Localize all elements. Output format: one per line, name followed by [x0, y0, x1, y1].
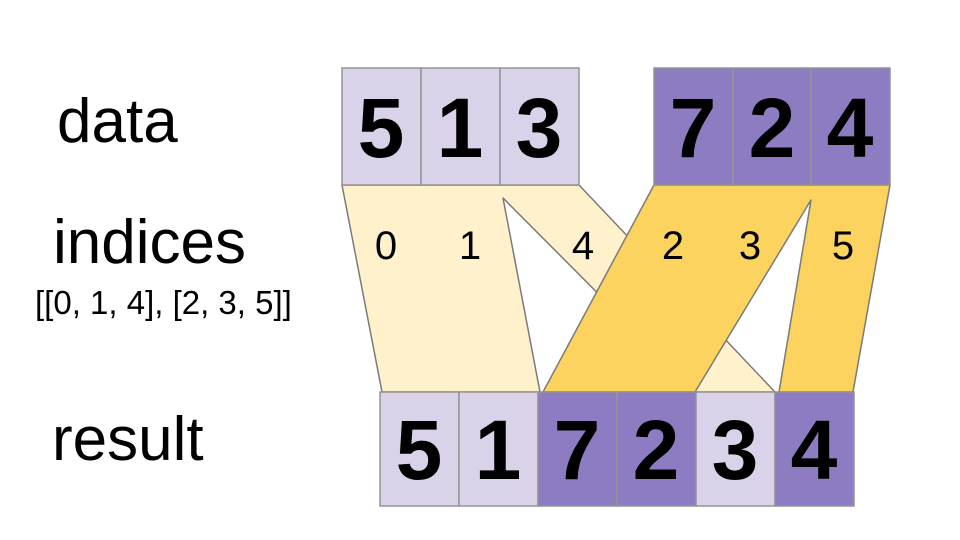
- indices-label: indices: [53, 208, 246, 277]
- result-cell: [695, 391, 776, 507]
- data-cell-value: 3: [516, 81, 563, 175]
- data-label: data: [57, 87, 178, 156]
- data-row-group2: 7 2 4: [653, 67, 891, 186]
- index-value: 0: [375, 224, 397, 268]
- data-row-group1: 5 1 3: [341, 67, 580, 186]
- data-cell: [810, 67, 891, 186]
- indices-value-text: [[0, 1, 4], [2, 3, 5]]: [35, 284, 292, 321]
- result-cell-value: 5: [396, 403, 443, 497]
- data-cell-value: 4: [827, 81, 874, 175]
- result-cell-value: 7: [554, 403, 601, 497]
- index-value: 3: [739, 224, 761, 268]
- index-value: 2: [662, 224, 684, 268]
- result-cell-value: 2: [633, 403, 680, 497]
- data-cell: [653, 67, 734, 186]
- result-label: result: [52, 405, 204, 474]
- data-cell-value: 7: [670, 81, 717, 175]
- result-cell: [458, 391, 539, 507]
- data-cell: [499, 67, 580, 186]
- data-cell: [732, 67, 812, 186]
- result-cell-value: 3: [712, 403, 759, 497]
- data-cell-value: 1: [437, 81, 484, 175]
- result-cell: [379, 391, 460, 507]
- data-cell: [420, 67, 501, 186]
- result-cell: [537, 391, 618, 507]
- result-row: 5 1 7 2 3 4: [379, 391, 855, 507]
- result-cell: [774, 391, 855, 507]
- index-value: 5: [832, 224, 854, 268]
- index-value: 4: [572, 224, 594, 268]
- data-cell-value: 5: [358, 81, 405, 175]
- result-cell-value: 1: [475, 403, 522, 497]
- result-cell-value: 4: [791, 403, 838, 497]
- data-cell-value: 2: [749, 81, 796, 175]
- index-value: 1: [459, 224, 481, 268]
- data-cell: [341, 67, 422, 186]
